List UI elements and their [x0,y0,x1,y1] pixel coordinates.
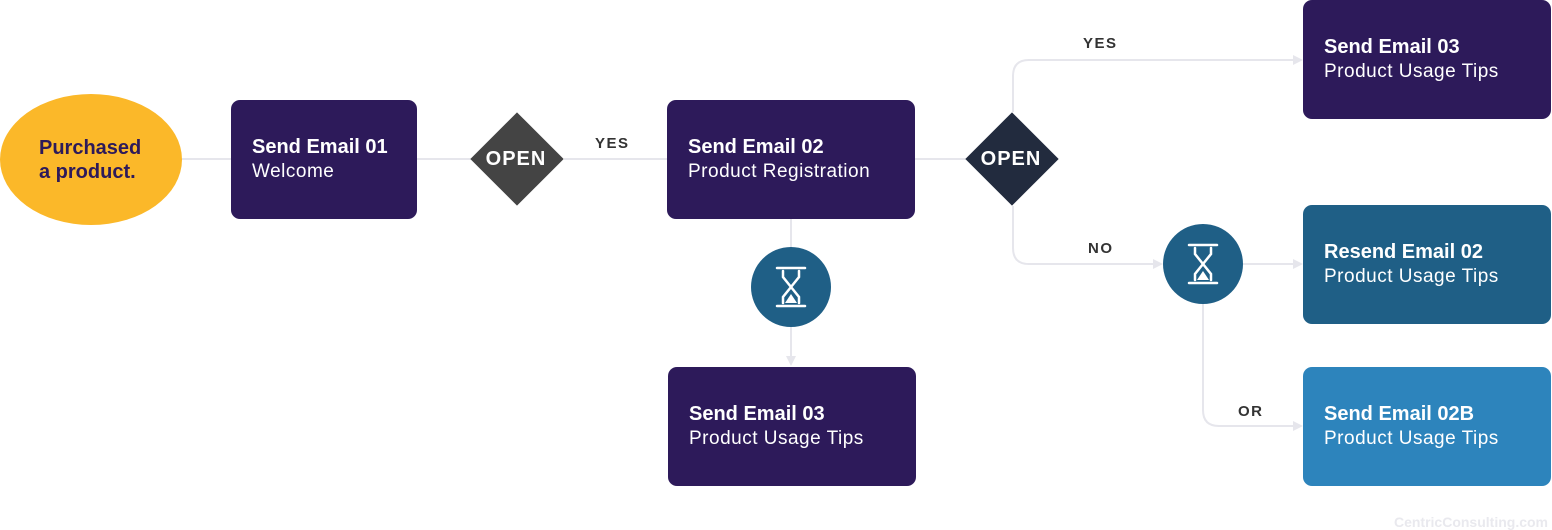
start-line1: Purchased [39,136,142,159]
edge-label-yes-1: YES [595,135,630,152]
node-resend-email-02: Resend Email 02 Product Usage Tips [1303,205,1551,324]
wait-timer-2 [1163,224,1243,304]
node-subtitle: Product Usage Tips [1324,61,1499,82]
node-title: Send Email 03 [1324,36,1460,58]
node-title: Send Email 01 [252,136,388,158]
node-title: Send Email 02B [1324,403,1475,425]
node-subtitle: Product Registration [688,161,871,182]
node-subtitle: Welcome [252,161,335,182]
decision-open-1-label: OPEN [485,148,547,170]
node-subtitle: Product Usage Tips [1324,428,1499,449]
node-title: Send Email 02 [688,136,824,158]
edge-label-or: OR [1238,403,1264,420]
start-line2: a product. [39,160,136,183]
edge-label-no: NO [1088,240,1114,257]
start-event-purchased: Purchased a product. [0,94,182,225]
node-title: Send Email 03 [689,403,825,425]
decision-open-2-label: OPEN [980,148,1042,170]
node-send-email-01: Send Email 01 Welcome [231,100,417,219]
node-send-email-03-upper: Send Email 03 Product Usage Tips [1303,0,1551,119]
node-title: Resend Email 02 [1324,241,1483,263]
wait-timer-1 [751,247,831,327]
edge-decision2-yes [1012,55,1303,112]
node-send-email-02b: Send Email 02B Product Usage Tips [1303,367,1551,486]
node-send-email-02: Send Email 02 Product Registration [667,100,915,219]
node-subtitle: Product Usage Tips [1324,266,1499,287]
node-send-email-03-lower: Send Email 03 Product Usage Tips [668,367,916,486]
node-subtitle: Product Usage Tips [689,428,864,449]
hourglass-icon [775,266,807,308]
edge-label-yes-2: YES [1083,35,1118,52]
edge-decision2-no [1012,206,1163,269]
hourglass-icon [1187,243,1219,285]
watermark-footer: CentricConsulting.com [1393,514,1548,530]
edge-timer2-or [1202,304,1303,431]
